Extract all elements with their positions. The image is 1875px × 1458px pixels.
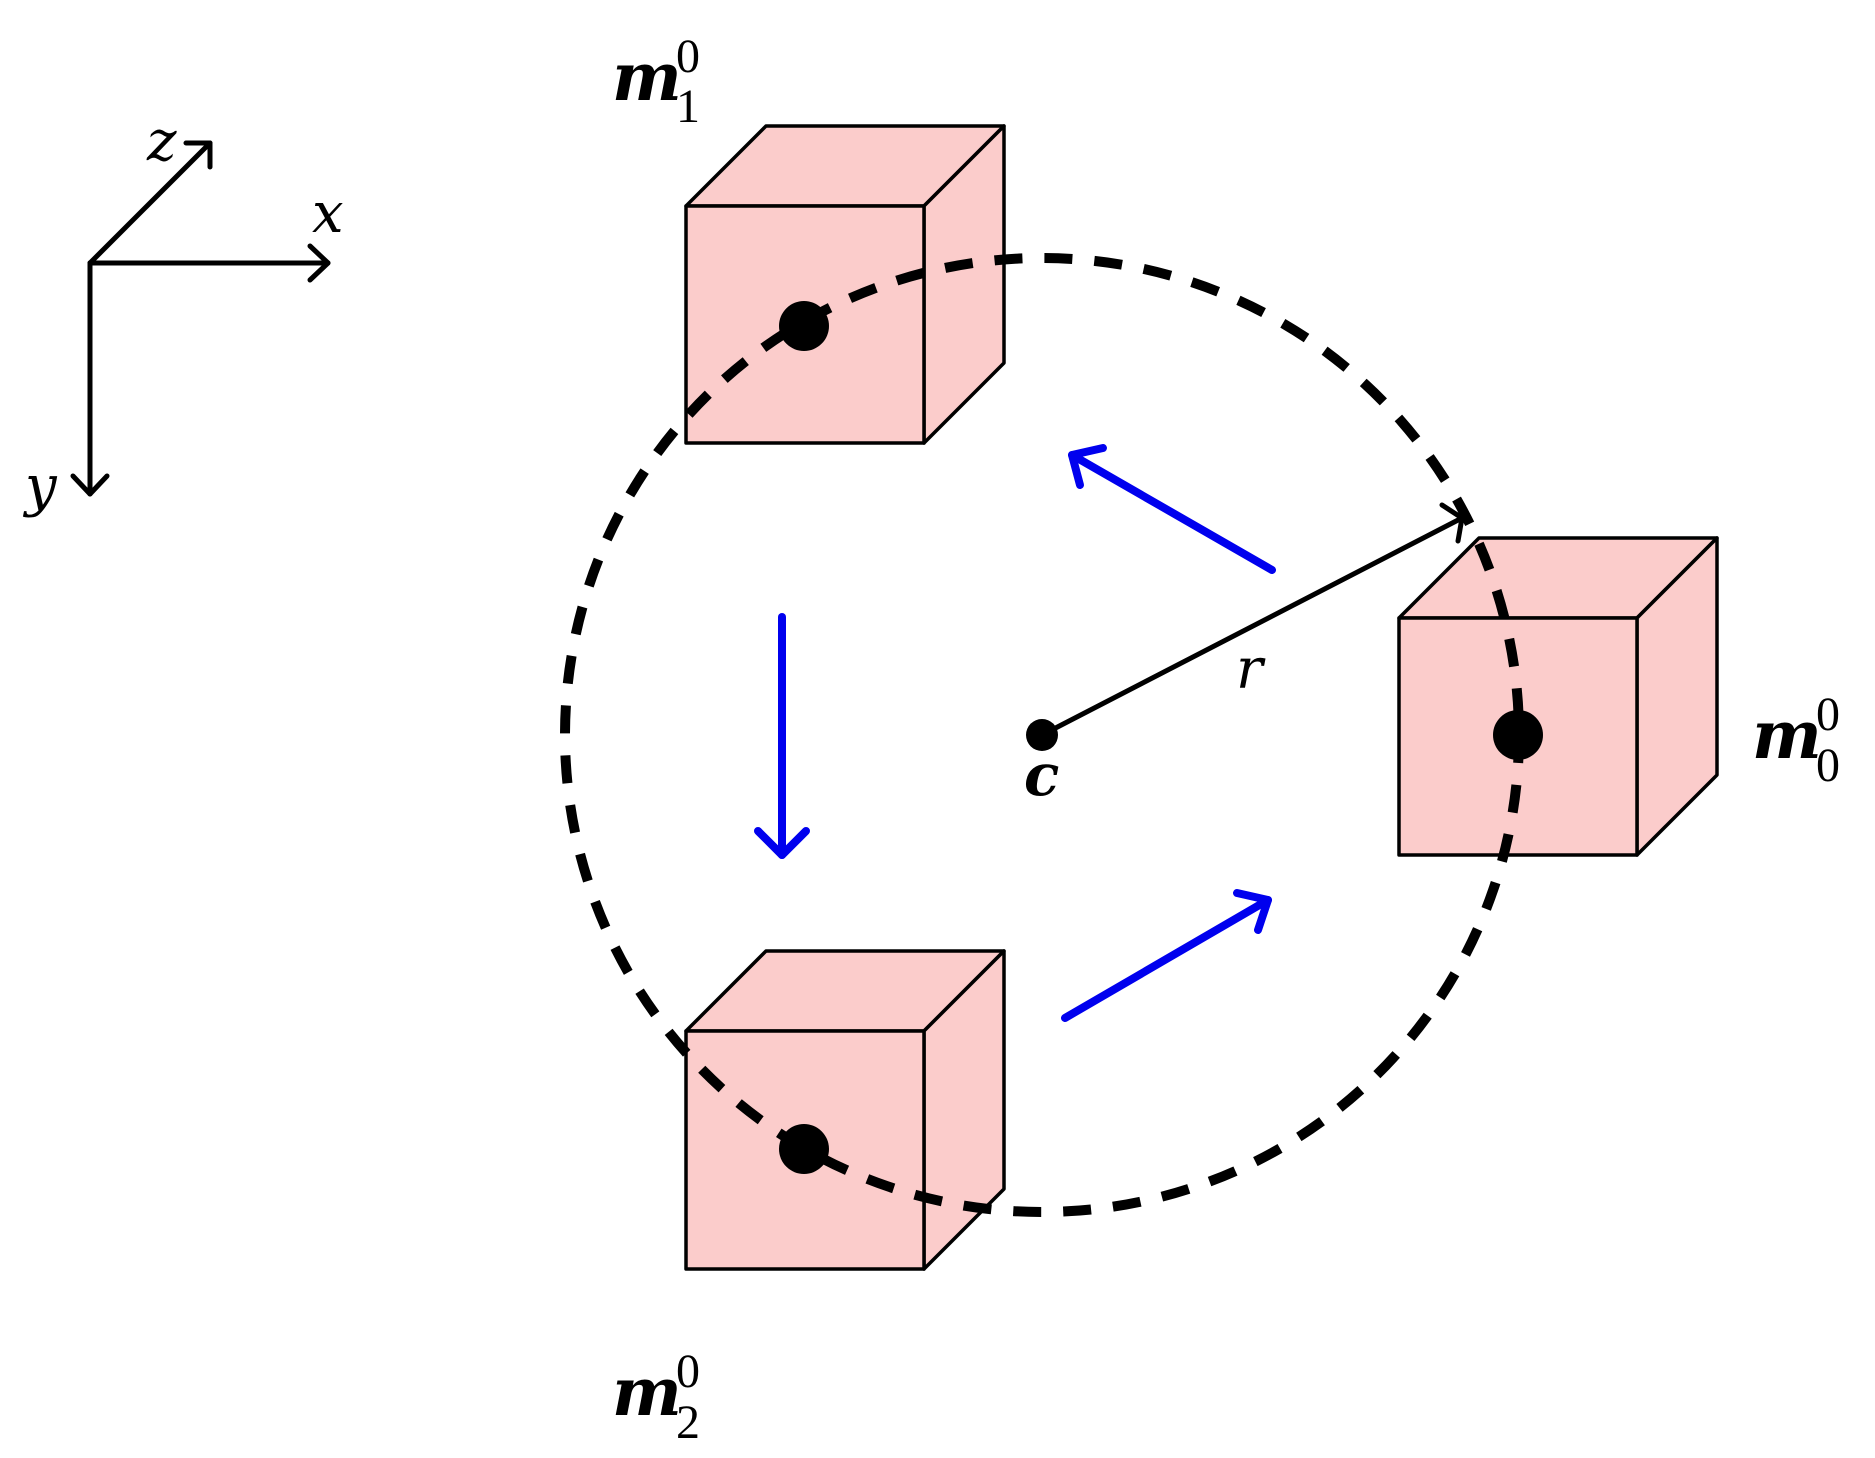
y-axis-arrowhead bbox=[70, 473, 110, 497]
center-label: c bbox=[1024, 741, 1059, 809]
mass-label-m1-symbol: m bbox=[612, 38, 682, 116]
rotation-arrows bbox=[754, 444, 1276, 1022]
rotation-arrow-m0-to-m1 bbox=[1068, 451, 1276, 574]
radius-arrow bbox=[1039, 502, 1465, 738]
mass-label-m1-superscript: 0 bbox=[676, 30, 700, 83]
mass-label-m0-superscript: 0 bbox=[1816, 688, 1840, 741]
rotation-arrow-m2-to-m0 bbox=[1061, 896, 1272, 1022]
y-axis-label: y bbox=[22, 454, 58, 519]
mass-label-m2: m 0 2 bbox=[612, 1345, 700, 1449]
rotation-arrowhead-m2-to-m0 bbox=[1233, 889, 1272, 934]
mass-label-m0: m 0 0 bbox=[1752, 688, 1840, 792]
cube-m0 bbox=[1397, 536, 1719, 857]
mass-label-m0-subscript: 0 bbox=[1816, 739, 1840, 792]
mass-point-m0 bbox=[1493, 710, 1543, 760]
coordinate-axes bbox=[70, 140, 331, 497]
mass-label-m0-symbol: m bbox=[1752, 696, 1822, 774]
mass-label-m2-superscript: 0 bbox=[676, 1345, 700, 1398]
x-axis-label: x bbox=[312, 181, 344, 246]
rotation-arrowhead-m0-to-m1 bbox=[1068, 444, 1107, 489]
mass-label-m2-symbol: m bbox=[612, 1353, 682, 1431]
mass-point-m2 bbox=[779, 1124, 829, 1174]
z-axis-arrow bbox=[87, 140, 213, 266]
rotation-arrowhead-m1-to-m2 bbox=[754, 827, 810, 859]
radius-label: r bbox=[1236, 637, 1266, 702]
mass-label-m1-subscript: 1 bbox=[676, 80, 700, 133]
center-point bbox=[1026, 719, 1058, 751]
mass-label-m1: m 0 1 bbox=[612, 30, 700, 133]
z-axis-arrowhead bbox=[183, 140, 213, 170]
mass-point-m1 bbox=[779, 301, 829, 351]
cube-m2 bbox=[684, 949, 1006, 1271]
radius-arrowhead bbox=[1439, 502, 1465, 544]
mass-label-m2-subscript: 2 bbox=[676, 1396, 700, 1449]
x-axis-arrowhead bbox=[307, 243, 331, 283]
z-axis-label: z bbox=[146, 109, 177, 174]
cube-m1 bbox=[684, 124, 1006, 445]
